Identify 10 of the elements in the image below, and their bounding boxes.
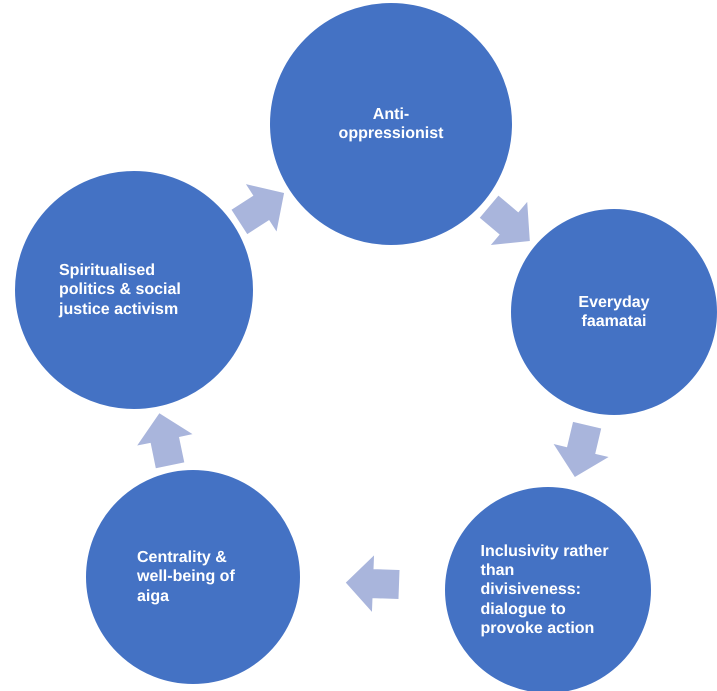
- block-arrow: [137, 413, 192, 468]
- node-label: Anti- oppressionist: [338, 104, 444, 144]
- node-label: Everyday faamatai: [577, 292, 651, 332]
- block-arrow: [480, 196, 530, 246]
- block-arrow: [554, 422, 609, 477]
- block-arrow: [232, 184, 284, 234]
- node-label: Spiritualised politics & social justice activism: [59, 261, 182, 319]
- node-label: Centrality & well-being of aiga: [137, 548, 236, 606]
- block-arrow: [346, 555, 400, 612]
- node-label: Inclusivity rather than divisiveness: dialogue to provoke action: [480, 542, 610, 638]
